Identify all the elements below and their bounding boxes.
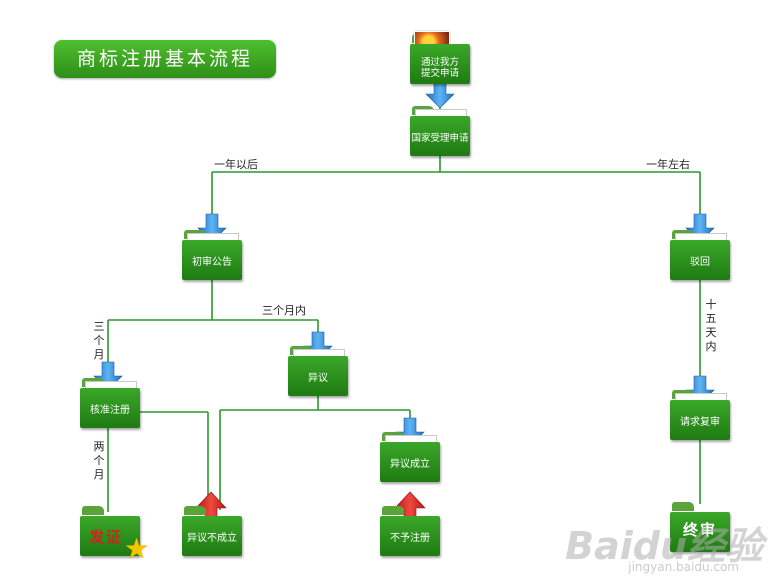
- edge-label-to-certificate: 两个月: [93, 440, 105, 481]
- node-submit: 通过我方 提交申请: [420, 57, 459, 79]
- folder-accept: 国家受理申请: [410, 106, 470, 156]
- node-approve: 核准注册: [90, 405, 130, 416]
- folder-objection-ok: 异议成立: [380, 432, 440, 482]
- node-final: 终审: [682, 521, 717, 539]
- folder-no-register: 不予注册: [380, 506, 440, 556]
- watermark-url: jingyan.baidu.com: [628, 560, 739, 574]
- node-objection-fail: 异议不成立: [187, 533, 237, 544]
- node-reject: 驳回: [690, 257, 710, 268]
- watermark-logo: Baidu经验: [565, 524, 763, 568]
- folder-objection: 异议: [288, 346, 348, 396]
- connector-lines: [107, 82, 701, 512]
- folder-submit: 通过我方 提交申请: [410, 31, 470, 84]
- node-review: 请求复审: [680, 417, 720, 428]
- folder-review: 请求复审: [670, 390, 730, 440]
- edge-label-right-branch: 一年左右: [646, 158, 690, 171]
- node-accept: 国家受理申请: [411, 133, 469, 144]
- node-certificate: 发证: [89, 528, 124, 546]
- node-objection: 异议: [308, 373, 328, 384]
- edge-label-left-branch: 一年以后: [214, 158, 258, 171]
- folder-certificate: 发证 ★: [80, 506, 149, 565]
- folder-approve: 核准注册: [80, 378, 140, 428]
- edge-label-to-objection: 三个月内: [262, 304, 306, 317]
- folder-final: 终审: [670, 502, 730, 552]
- folder-reject: 驳回: [670, 230, 730, 280]
- node-no-register: 不予注册: [390, 533, 430, 544]
- edge-label-to-approve: 三个月: [93, 320, 105, 361]
- page-title: 商标注册基本流程: [54, 40, 276, 78]
- edge-label-to-review: 十五天内: [705, 298, 717, 353]
- star-icon: ★: [124, 532, 150, 565]
- folder-publish: 初审公告: [182, 230, 242, 280]
- node-objection-ok: 异议成立: [390, 459, 430, 470]
- node-publish: 初审公告: [192, 257, 232, 268]
- folder-objection-fail: 异议不成立: [182, 506, 242, 556]
